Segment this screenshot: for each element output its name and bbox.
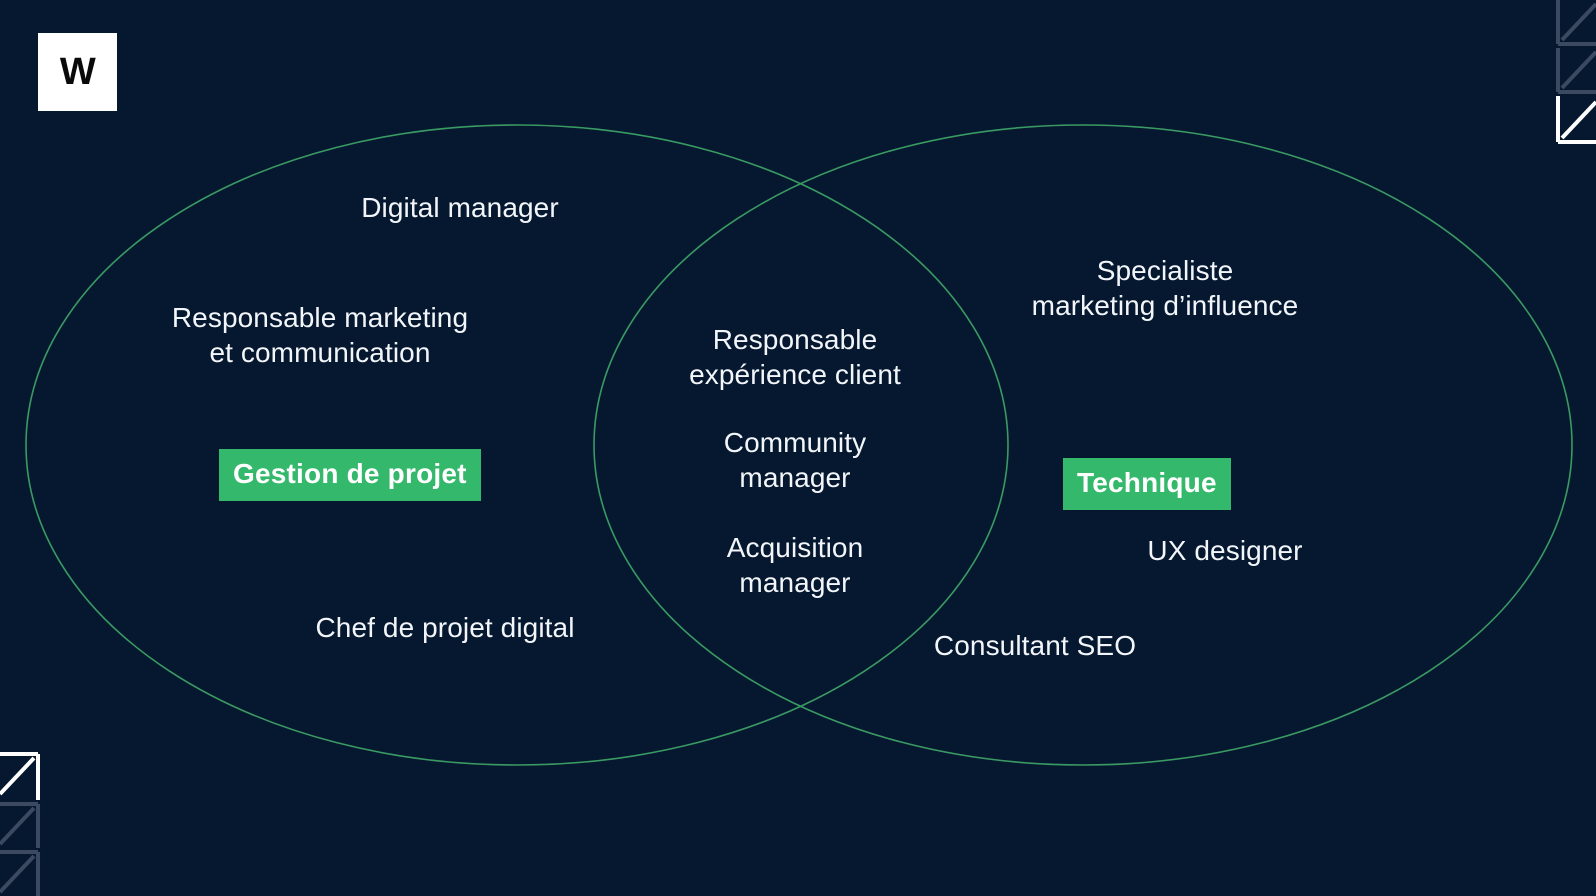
venn-ellipse-right xyxy=(593,124,1573,766)
diagonal-grid-icon xyxy=(0,752,40,896)
venn-label-digital-manager: Digital manager xyxy=(361,192,559,223)
decoration-top-right xyxy=(1518,0,1596,150)
venn-label-responsable-experience-client: Responsable expérience client xyxy=(689,324,901,390)
brand-logo: W xyxy=(38,33,117,111)
venn-label-responsable-marketing: Responsable marketing et communication xyxy=(171,302,469,368)
brand-logo-letter: W xyxy=(59,51,96,93)
venn-ellipse-left xyxy=(25,124,1009,766)
decoration-bottom-left xyxy=(0,732,78,896)
category-chip-gestion-de-projet: Gestion de projet xyxy=(219,449,481,501)
venn-label-chef-de-projet-digital: Chef de projet digital xyxy=(315,612,575,643)
diagonal-grid-icon xyxy=(1556,0,1596,144)
venn-label-specialiste-marketing-influence: Specialiste marketing d’influence xyxy=(1031,255,1299,321)
venn-label-community-manager: Community manager xyxy=(723,427,867,493)
venn-label-ux-designer: UX designer xyxy=(1147,535,1303,566)
venn-label-acquisition-manager: Acquisition manager xyxy=(726,532,864,598)
venn-label-consultant-seo: Consultant SEO xyxy=(933,630,1137,661)
category-chip-technique: Technique xyxy=(1063,458,1231,510)
